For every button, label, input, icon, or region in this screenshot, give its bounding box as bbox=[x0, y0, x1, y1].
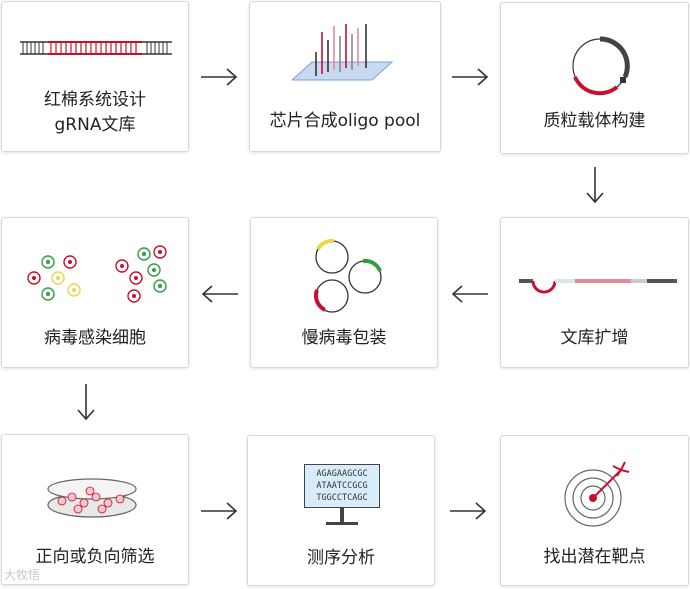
step-box-grna-design: 红棉系统设计 gRNA文库 bbox=[1, 1, 189, 152]
step-label-line1: 测序分析 bbox=[307, 548, 375, 568]
monitor-icon: AGAGAAGCGC ATAATCCGCG TGGCCTCAGC bbox=[304, 464, 380, 508]
step-box-lentivirus: 慢病毒包装 bbox=[250, 217, 438, 368]
step-label-line1: 质粒载体构建 bbox=[543, 111, 646, 131]
step-box-screening: 正向或负向筛选 bbox=[1, 434, 189, 585]
microarray-chip-icon bbox=[292, 24, 394, 81]
monitor-base bbox=[326, 522, 358, 525]
step-label-line2: gRNA文库 bbox=[54, 115, 136, 135]
step-box-plasmid: 质粒载体构建 bbox=[500, 2, 689, 154]
step-label: 找出潜在靶点 bbox=[501, 545, 688, 570]
step-label: 病毒感染细胞 bbox=[2, 326, 188, 351]
step-label-line1: 文库扩增 bbox=[560, 328, 629, 348]
step-label: 芯片合成oligo pool bbox=[250, 109, 440, 134]
watermark: 大牧悟 bbox=[4, 568, 41, 582]
step-label: 慢病毒包装 bbox=[251, 326, 437, 351]
step-label: 质粒载体构建 bbox=[501, 109, 688, 134]
monitor-stand bbox=[340, 508, 344, 524]
sequence-line: TGGCCTCAGC bbox=[316, 493, 368, 503]
target-icon bbox=[564, 461, 630, 527]
plasmid-icon bbox=[572, 36, 630, 96]
infected-cells-icon bbox=[27, 245, 167, 303]
arrow-down-icon bbox=[77, 384, 95, 421]
amplified-fragment-icon bbox=[519, 279, 677, 294]
dna-ladder-icon bbox=[20, 41, 172, 55]
arrow-down-icon bbox=[586, 167, 604, 204]
step-label: 正向或负向筛选 bbox=[2, 545, 188, 570]
arrow-left-icon bbox=[201, 285, 238, 303]
arrow-left-icon bbox=[451, 285, 488, 303]
arrow-right-icon bbox=[450, 502, 487, 520]
step-box-library-amplification: 文库扩增 bbox=[500, 217, 689, 368]
arrow-right-icon bbox=[201, 68, 238, 86]
step-label-line1: 红棉系统设计 bbox=[44, 90, 146, 110]
sequence-line: ATAATCCGCG bbox=[316, 481, 368, 491]
step-label: 红棉系统设计 gRNA文库 bbox=[2, 88, 188, 138]
lentivirus-particles-icon bbox=[313, 238, 382, 313]
arrow-right-icon bbox=[201, 502, 238, 520]
sequence-line: AGAGAAGCGC bbox=[316, 469, 368, 479]
step-label-line1: 芯片合成oligo pool bbox=[269, 111, 421, 131]
step-box-oligo-chip: 芯片合成oligo pool bbox=[249, 1, 441, 152]
step-label-line1: 慢病毒包装 bbox=[301, 328, 387, 348]
arrow-right-icon bbox=[452, 68, 489, 86]
step-box-sequencing: AGAGAAGCGC ATAATCCGCG TGGCCTCAGC 测序分析 bbox=[247, 435, 435, 586]
step-label: 文库扩增 bbox=[501, 326, 688, 351]
step-label-line1: 正向或负向筛选 bbox=[35, 547, 155, 567]
step-box-virus-infection: 病毒感染细胞 bbox=[1, 217, 189, 368]
step-box-target-finding: 找出潜在靶点 bbox=[500, 435, 689, 586]
step-label-line1: 找出潜在靶点 bbox=[543, 547, 646, 567]
petri-dish-icon bbox=[47, 478, 137, 518]
step-label-line1: 病毒感染细胞 bbox=[44, 328, 146, 348]
step-label: 测序分析 bbox=[248, 546, 434, 571]
